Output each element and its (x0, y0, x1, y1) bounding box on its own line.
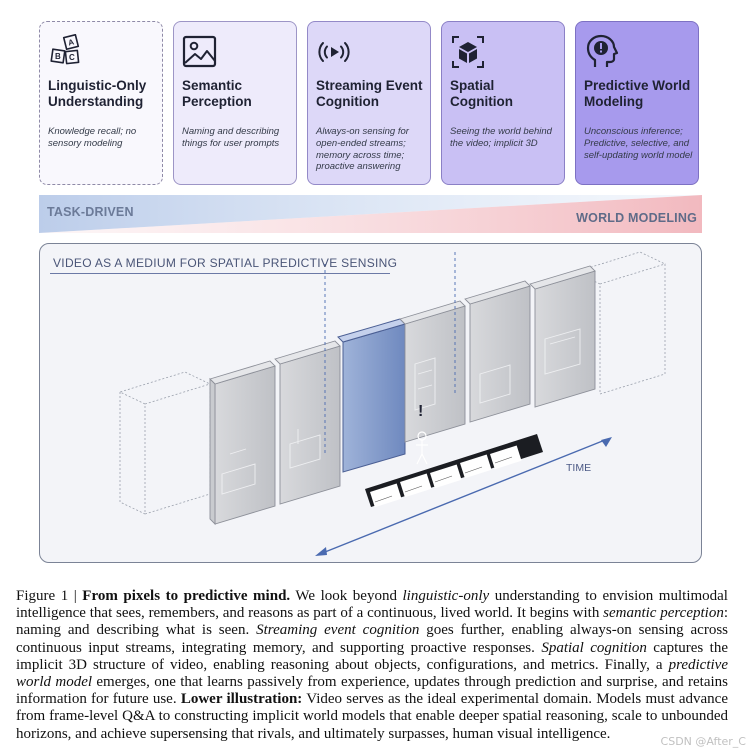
film-strip (365, 434, 543, 508)
title-underline (50, 273, 390, 274)
video-spatial-illustration: ! (118, 251, 666, 556)
streaming-play-icon (318, 42, 350, 62)
svg-text:C: C (69, 53, 75, 62)
stage-card-streaming: Streaming Event Cognition Always-on sens… (307, 21, 431, 185)
svg-text:A: A (67, 37, 75, 47)
illustration-title: VIDEO AS A MEDIUM FOR SPATIAL PREDICTIVE… (53, 256, 398, 270)
card-title: Streaming Event Cognition (316, 78, 423, 109)
stage-card-spatial: Spatial Cognition Seeing the world behin… (441, 21, 565, 185)
card-description: Naming and describing things for user pr… (182, 126, 280, 149)
caption-italic: Spatial cognition (541, 639, 647, 656)
svg-text:B: B (55, 52, 61, 61)
caption-text: captures the implicit 3D structure of vi… (16, 639, 728, 673)
task-to-world-gradient (39, 195, 702, 233)
card-title: Linguistic-Only Understanding (48, 78, 147, 109)
abc-blocks-icon: A B C (50, 34, 80, 65)
card-description: Unconscious inference; Predictive, selec… (584, 126, 693, 161)
card-title: Spatial Cognition (450, 78, 513, 109)
caption-bold-lower: Lower illustration: (180, 691, 303, 708)
frame-box-4 (464, 280, 531, 423)
illustration-panel: ! (39, 243, 702, 563)
task-driven-label: TASK-DRIVEN (47, 205, 134, 219)
caption-text: : naming and describing what is seen. (16, 605, 728, 639)
caption-italic: linguistic-only (402, 588, 490, 604)
card-description: Seeing the world behind the video; impli… (450, 126, 552, 149)
svg-text:!: ! (418, 403, 423, 420)
caption-text: Video serves as the ideal experimental d… (16, 691, 729, 742)
time-label: TIME (566, 462, 592, 474)
card-description: Knowledge recall; no sensory modeling (48, 126, 137, 149)
figure-label: Figure 1 | (16, 588, 83, 604)
stage-card-semantic: Semantic Perception Naming and describin… (173, 21, 297, 185)
caption-text: We look beyond (290, 588, 403, 604)
frame-box-5 (529, 265, 596, 408)
frame-box-1 (209, 360, 276, 526)
watermark: CSDN @After_C (660, 735, 746, 748)
caption-italic: Streaming event cognition (256, 622, 420, 639)
figure-caption: Figure 1 | From pixels to predictive min… (16, 588, 728, 743)
frame-box-3 (399, 300, 466, 443)
person-figure: ! (416, 403, 428, 465)
card-title: Semantic Perception (182, 78, 252, 109)
caption-text: emerges, one that learns passively from … (16, 674, 728, 708)
frame-box-blue (337, 318, 406, 473)
caption-text: understanding to envision multimodal int… (16, 588, 728, 622)
stage-card-linguistic: A B C Linguistic-Only Understanding Know… (39, 21, 163, 185)
frame-box-2 (274, 340, 341, 505)
caption-italic: predictive world model (16, 656, 728, 691)
cube-icon (452, 36, 484, 68)
head-exclamation-icon (586, 34, 619, 67)
card-description: Always-on sensing for open-ended streams… (316, 126, 409, 173)
caption-italic: semantic perception (603, 605, 724, 622)
caption-bold-title: From pixels to predictive mind. (82, 588, 291, 604)
stage-card-predictive: Predictive World Modeling Unconscious in… (575, 21, 699, 185)
caption-text: goes further, enabling always-on sensing… (16, 622, 728, 656)
image-icon (182, 35, 217, 68)
world-modeling-label: WORLD MODELING (576, 211, 697, 225)
card-title: Predictive World Modeling (584, 78, 691, 109)
time-arrow (315, 437, 612, 556)
